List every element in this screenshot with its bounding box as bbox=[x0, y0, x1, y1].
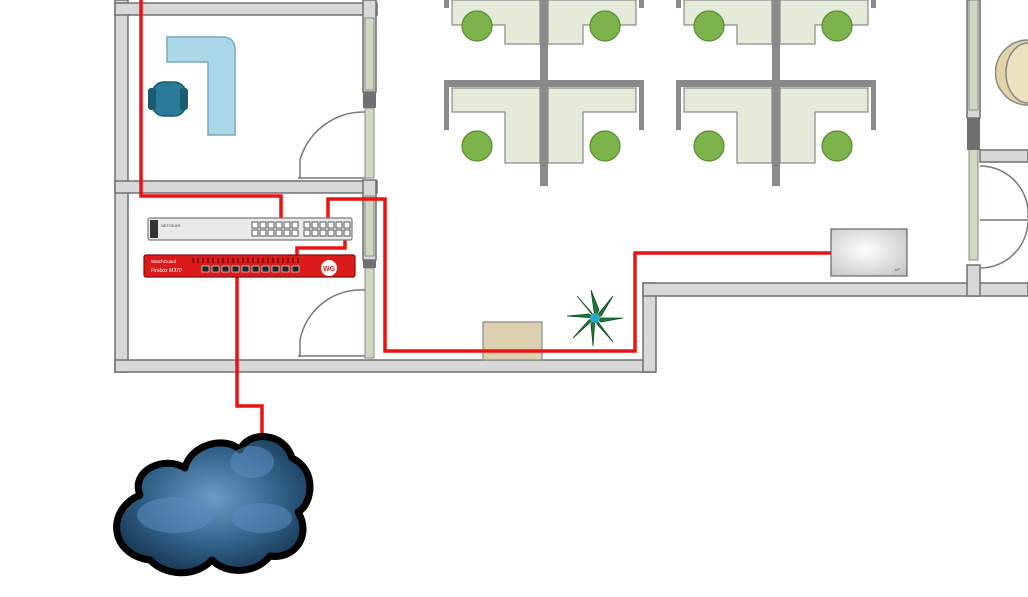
switch-port bbox=[291, 229, 299, 237]
office-chair bbox=[148, 81, 188, 117]
firewall-vent-slot bbox=[257, 258, 259, 263]
firewall-vent-slot bbox=[242, 258, 244, 263]
firewall-logo-label: WG bbox=[323, 266, 336, 273]
firewall-vent-slot bbox=[247, 258, 249, 263]
switch-port bbox=[303, 229, 311, 237]
cable-firewall-to-cloud bbox=[235, 270, 264, 440]
switch-port bbox=[343, 229, 351, 237]
switch-port bbox=[311, 229, 319, 237]
firewall-logo bbox=[321, 260, 337, 276]
firewall-vent-slot bbox=[252, 258, 254, 263]
firewall-port bbox=[251, 265, 260, 273]
firewall-vent-slot bbox=[227, 258, 229, 263]
firewall-vent-slot bbox=[292, 258, 294, 263]
firewall-vent-slot bbox=[197, 258, 199, 263]
door-right-a bbox=[979, 165, 1028, 218]
switch-port bbox=[251, 221, 259, 229]
wall-right-room bbox=[979, 149, 1028, 163]
firewall-port bbox=[211, 265, 220, 273]
round-table bbox=[994, 39, 1028, 106]
firewall-port bbox=[241, 265, 250, 273]
firewall-vent-slot bbox=[267, 258, 269, 263]
switch-port bbox=[335, 221, 343, 229]
switch-port bbox=[283, 221, 291, 229]
door-closet bbox=[299, 289, 366, 356]
firewall-model-label: Firebox M370 bbox=[151, 268, 182, 274]
office-desk bbox=[166, 36, 236, 136]
firewall-port bbox=[201, 265, 210, 273]
switch-brand-label: NETGEAR bbox=[161, 223, 180, 228]
cable-office-to-switch bbox=[139, 0, 283, 226]
switch-port bbox=[283, 229, 291, 237]
firewall-brand-label: WatchGuard bbox=[151, 259, 177, 264]
wall-right-b bbox=[966, 264, 981, 297]
firewall-vent-slot bbox=[262, 258, 264, 263]
wall-office-top bbox=[114, 2, 378, 16]
firewall-vent-slot bbox=[207, 258, 209, 263]
access-point-label: AP bbox=[895, 267, 901, 272]
cubicles bbox=[444, 0, 876, 186]
door-swings bbox=[298, 111, 1028, 357]
firewall-vent-slot bbox=[232, 258, 234, 263]
wall-bottom-left bbox=[114, 359, 656, 373]
firewall-vent-slot bbox=[217, 258, 219, 263]
switch-port bbox=[291, 221, 299, 229]
potted-plant-icon bbox=[566, 289, 624, 347]
cable-switch-to-ap bbox=[326, 197, 832, 353]
switch-port bbox=[335, 229, 343, 237]
switch-port bbox=[251, 229, 259, 237]
switch-port bbox=[303, 221, 311, 229]
door-blocks bbox=[363, 92, 980, 268]
wall-office-closet bbox=[114, 180, 378, 194]
cabinet bbox=[482, 321, 543, 361]
switch-port bbox=[259, 221, 267, 229]
firewall-vent-slot bbox=[212, 258, 214, 263]
firewall-vent-slot bbox=[237, 258, 239, 263]
wall-step-horizontal bbox=[642, 282, 1028, 297]
firewall-vent-slot bbox=[202, 258, 204, 263]
firewall-vent-slot bbox=[192, 258, 194, 263]
switch-port bbox=[267, 229, 275, 237]
switch-port bbox=[275, 221, 283, 229]
door-jambs bbox=[364, 0, 979, 359]
internet-cloud-icon[interactable] bbox=[113, 433, 314, 577]
switch-port bbox=[319, 221, 327, 229]
firewall-vent-slot bbox=[277, 258, 279, 263]
firewall-ports bbox=[201, 265, 300, 273]
switch-port bbox=[275, 229, 283, 237]
network-switch-icon[interactable]: NETGEAR bbox=[147, 217, 353, 241]
switch-port bbox=[327, 221, 335, 229]
switch-port bbox=[343, 221, 351, 229]
firewall-port bbox=[281, 265, 290, 273]
firewall-vent-slot bbox=[272, 258, 274, 263]
door-right-b bbox=[979, 221, 1028, 269]
switch-port bbox=[259, 229, 267, 237]
firewall-port bbox=[231, 265, 240, 273]
firewall-vent-slot bbox=[222, 258, 224, 263]
firewall-vent-slot bbox=[287, 258, 289, 263]
firewall-port bbox=[261, 265, 270, 273]
firewall-vent bbox=[192, 258, 299, 263]
firewall-vent-slot bbox=[282, 258, 284, 263]
firewall-port bbox=[271, 265, 280, 273]
firewall-port bbox=[221, 265, 230, 273]
switch-port bbox=[267, 221, 275, 229]
switch-port bbox=[319, 229, 327, 237]
firewall-vent-slot bbox=[297, 258, 299, 263]
firewall-appliance-icon[interactable]: WatchGuard Firebox M370 WG bbox=[143, 254, 356, 278]
door-office bbox=[299, 111, 366, 178]
firewall-port bbox=[291, 265, 300, 273]
switch-port bbox=[327, 229, 335, 237]
switch-ports bbox=[251, 221, 351, 237]
wireless-access-point-icon[interactable]: AP bbox=[830, 228, 908, 277]
switch-port bbox=[311, 221, 319, 229]
